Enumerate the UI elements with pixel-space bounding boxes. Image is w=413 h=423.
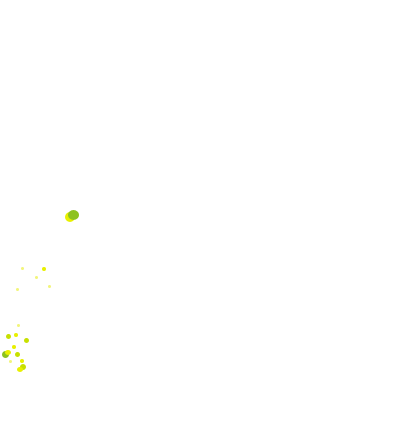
yellow-speck	[5, 350, 11, 355]
yellow-speck	[17, 367, 23, 372]
yellow-speck	[42, 267, 46, 271]
yellow-speck	[12, 345, 16, 349]
pale-speck	[35, 276, 38, 279]
lime-speck	[15, 352, 20, 357]
lime-speck	[6, 334, 11, 339]
pale-speck	[16, 288, 19, 291]
lime-speck	[24, 338, 29, 343]
yellow-speck	[14, 333, 18, 337]
pale-speck	[17, 324, 20, 327]
pale-speck	[21, 267, 24, 270]
pale-speck	[48, 285, 51, 288]
green-speck	[68, 210, 79, 220]
lime-speck	[20, 364, 26, 370]
pale-speck	[9, 360, 12, 363]
yellow-speck	[20, 359, 24, 363]
